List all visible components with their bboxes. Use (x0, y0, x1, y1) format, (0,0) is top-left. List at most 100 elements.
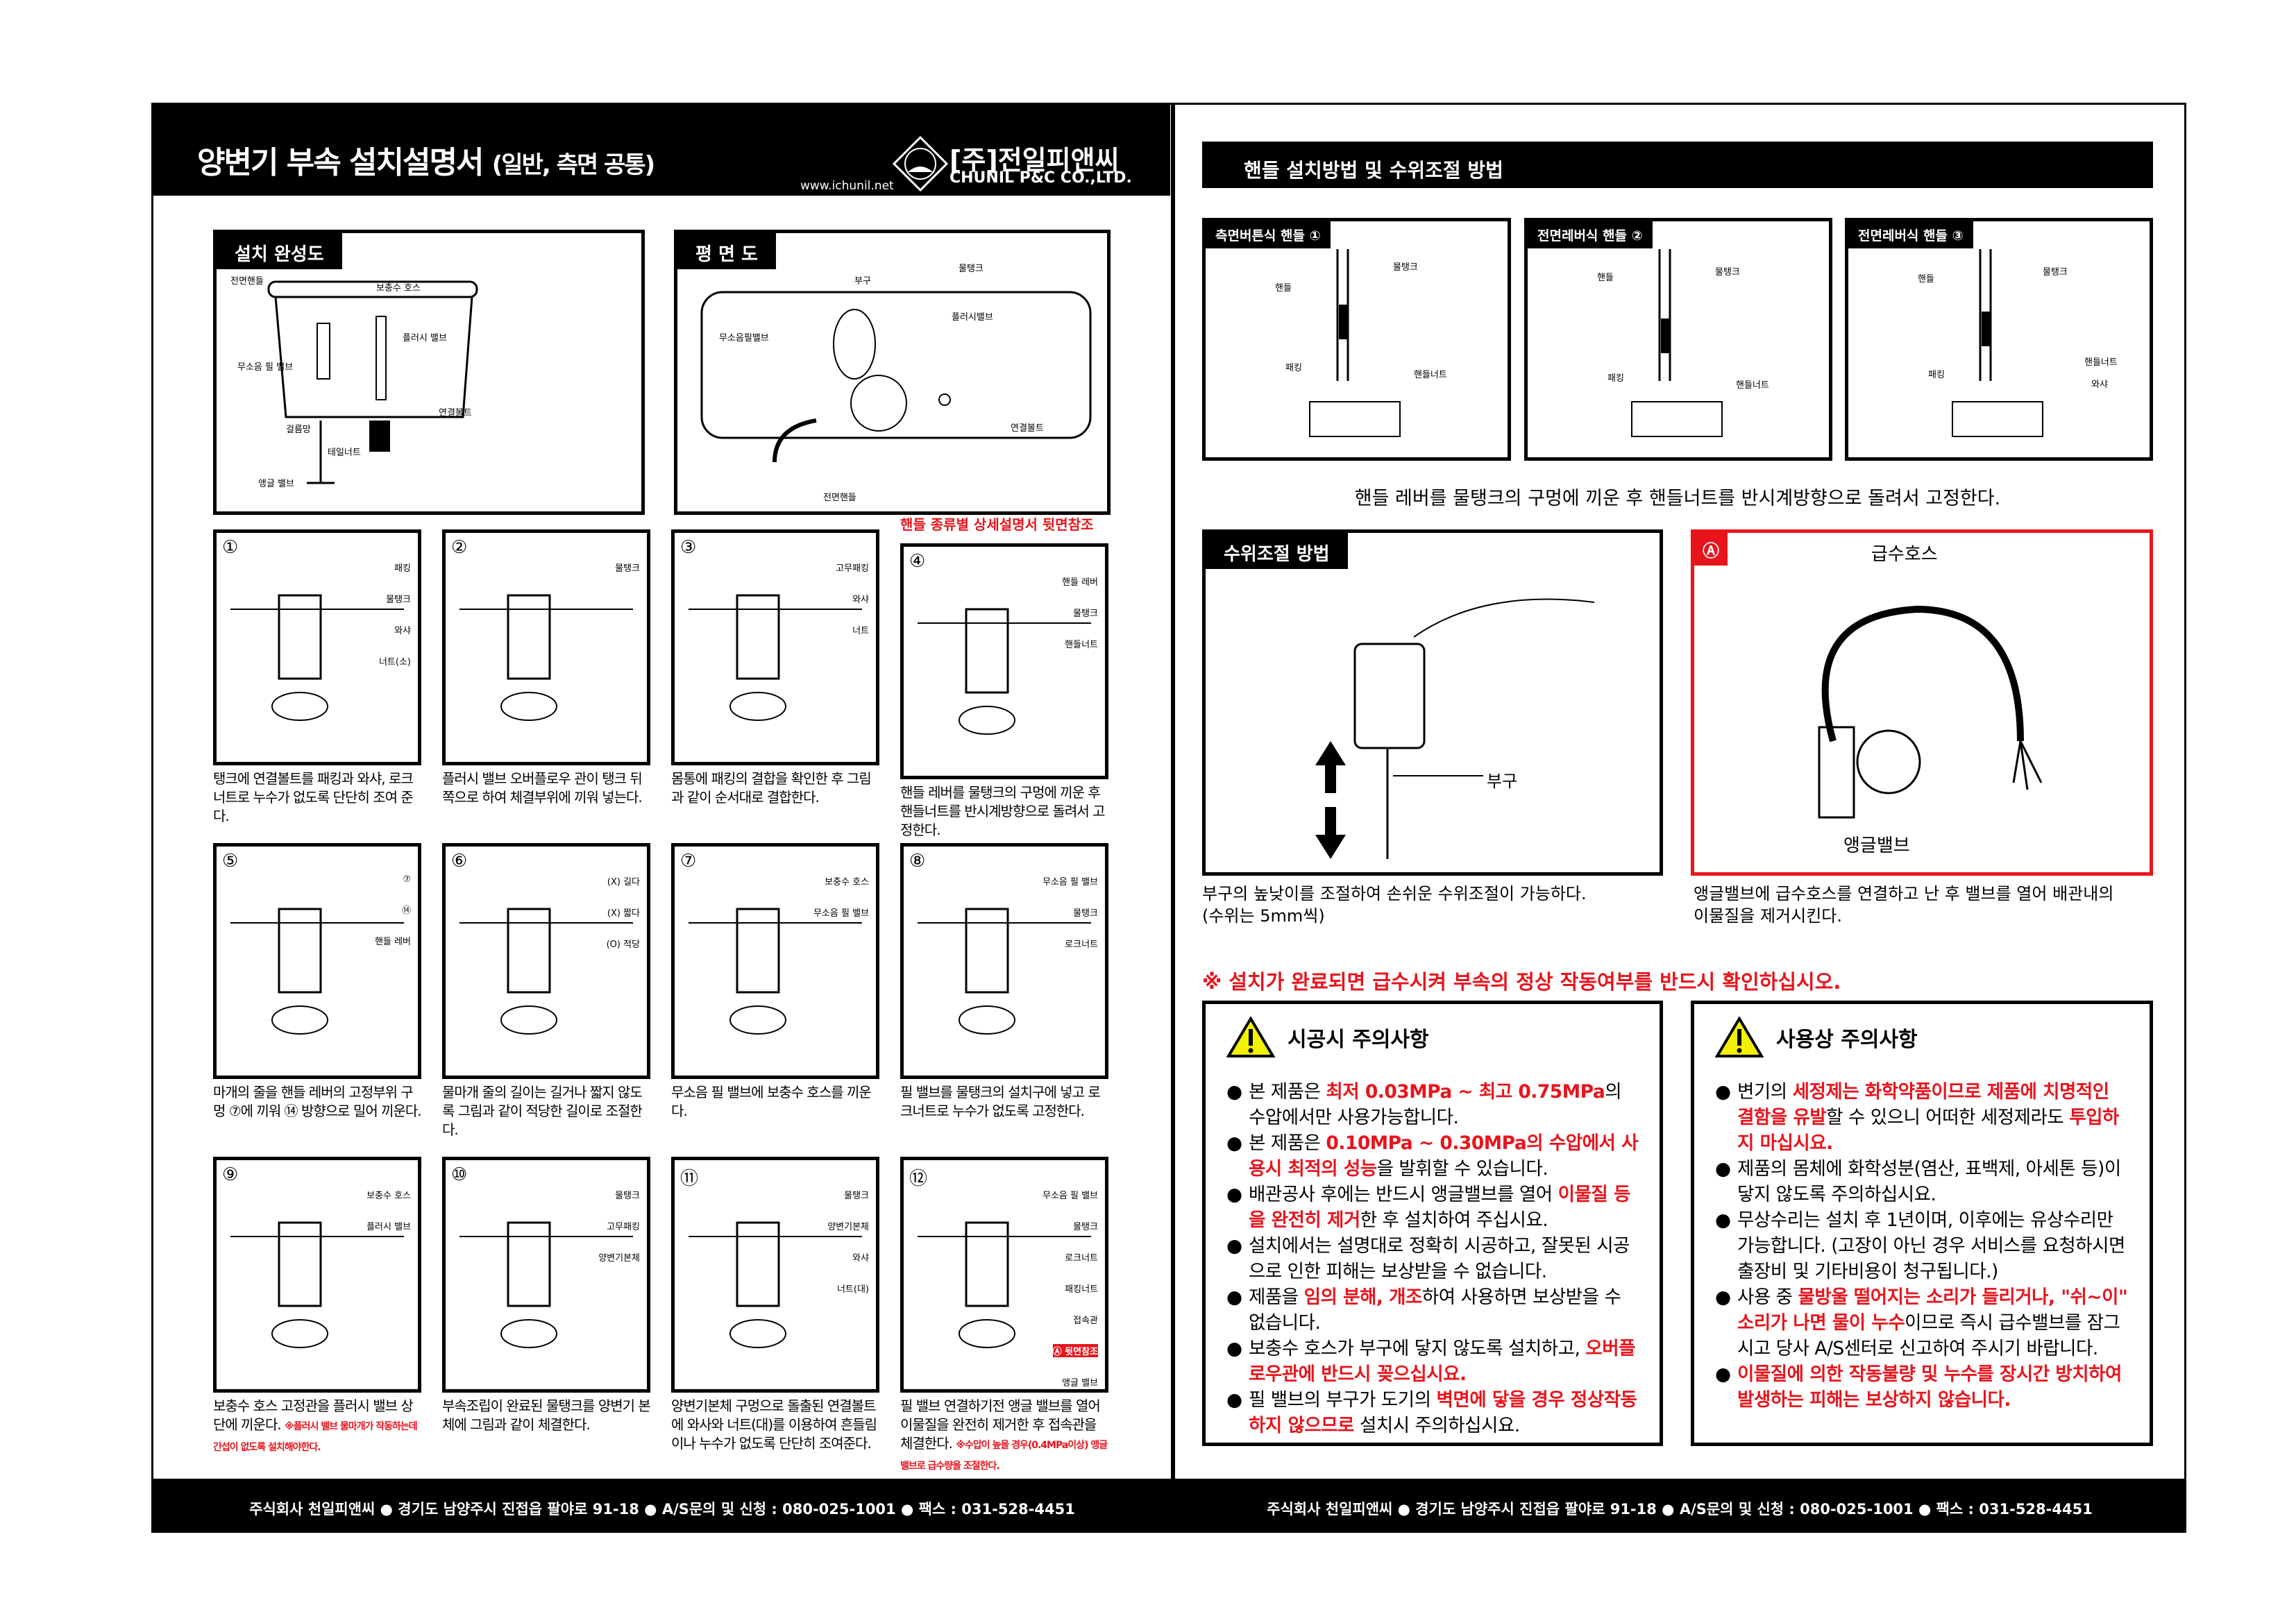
handle-label: 패킹 (1928, 370, 1945, 380)
step-caption-text: 탱크에 연결볼트를 패킹과 와샤, 로크너트로 누수가 없도록 단단히 조여 준… (213, 770, 414, 824)
usage-cautions: 사용상 주의사항변기의 세정제는 화학약품이므로 제품에 치명적인 결함을 유발… (1691, 1001, 2153, 1446)
step-number: ⑥ (451, 851, 468, 872)
step-drawing (230, 594, 404, 721)
caution-heading: 시공시 주의사항 (1226, 1017, 1639, 1058)
caution-emphasis: 이물질에 의한 작동불량 및 누수를 장시간 방치하여 발생하는 피해는 보상하… (1737, 1363, 2122, 1411)
caution-text: 필 밸브의 부구가 도기의 (1249, 1389, 1437, 1411)
title-subtitle: (일반, 측면 공통) (491, 151, 655, 179)
caution-emphasis: 임의 분해, 개조 (1303, 1286, 1423, 1308)
step-drawing (230, 908, 404, 1035)
caution-title: 시공시 주의사항 (1288, 1028, 1429, 1052)
caution-list: 본 제품은 최저 0.03MPa ~ 최고 0.75MPa의 수압에서만 사용가… (1226, 1079, 1639, 1438)
caution-item: 필 밸브의 부구가 도기의 벽면에 닿을 경우 정상작동하지 않으므로 설치시 … (1226, 1387, 1639, 1438)
step-caption-text: 마개의 줄을 핸들 레버의 고정부위 구멍 ⑦에 끼워 ⑭ 방향으로 밀어 끼운… (213, 1084, 422, 1119)
plan-label: 부구 (854, 276, 871, 287)
title-text: 양변기 부속 설치설명서 (197, 145, 484, 180)
step-illustration: ⑥ (X) 길다 (X) 짧다 (O) 적당 (442, 843, 650, 1079)
step-label: 플러시 밸브 (366, 1219, 411, 1232)
step-label: 물탱크 (1073, 1219, 1098, 1232)
step-note: ※플러시 밸브 물마개가 작동하는데 간섭이 없도록 설치해야한다. (213, 1421, 418, 1453)
step-label: 와샤 (852, 1250, 869, 1264)
website-link[interactable]: www.ichunil.net (800, 179, 894, 193)
step-number: ⑪ (680, 1169, 699, 1189)
step-number: ⑫ (909, 1169, 928, 1189)
step-caption-text: 보충수 호스 고정관을 플러시 밸브 상단에 끼운다. (213, 1397, 414, 1433)
step-number: ⑧ (909, 851, 926, 872)
handle-label: 핸들 (1597, 273, 1614, 283)
step-label: 보충수 호스 (366, 1188, 411, 1201)
plan-view-diagram: 평 면 도 부구 물탱크 플러시밸브 무소음필밸브 연결볼트 전면핸들 (674, 230, 1111, 515)
overview-diagram: 설치 완성도 전면핸들 보충수 호스 플러시 밸브 무소음 필 밸브 연결볼트 … (213, 230, 645, 515)
company-logo-icon (893, 136, 948, 192)
step-label: 너트(대) (836, 1282, 869, 1295)
step-label: 물탱크 (1073, 606, 1098, 619)
step-drawing (918, 1221, 1091, 1348)
handle-label: 패킹 (1607, 373, 1624, 384)
handle-label: 와샤 (2091, 380, 2108, 390)
step-caption-text: 필 밸브를 물탱크의 설치구에 넣고 로크너트로 누수가 없도록 고정한다. (900, 1084, 1101, 1119)
step-label: 너트(소) (378, 654, 411, 668)
overview-label: 무소음 필 밸브 (237, 362, 294, 373)
handle-caption: 핸들 레버를 물탱크의 구멍에 끼운 후 핸들너트를 반시계방향으로 돌려서 고… (1354, 488, 2001, 509)
overview-label: 테일너트 (328, 448, 361, 458)
installation-cautions: 시공시 주의사항본 제품은 최저 0.03MPa ~ 최고 0.75MPa의 수… (1202, 1001, 1663, 1446)
step-caption-text: 물마개 줄의 길이는 길거나 짧지 않도록 그림과 같이 적당한 길이로 조절한… (442, 1084, 643, 1138)
step-label: 무소음 필 밸브 (1042, 874, 1098, 887)
step-label: (X) 길다 (607, 874, 640, 887)
caution-item: 보충수 호스가 부구에 닿지 않도록 설치하고, 오버플로우관에 반드시 꽂으십… (1226, 1336, 1639, 1387)
plan-label: 플러시밸브 (952, 312, 993, 323)
float-label: 부구 (1487, 772, 1518, 791)
handle-label: 핸들너트 (1736, 380, 1769, 391)
plan-label: 전면핸들 (823, 493, 856, 503)
step-caption-text: 핸들 레버를 물탱크의 구멍에 끼운 후 핸들너트를 반시계방향으로 돌려서 고… (900, 784, 1105, 838)
handle-title: 전면레버식 핸들 ② (1528, 221, 1653, 248)
step-label: (X) 짧다 (607, 906, 640, 919)
step-label: 물탱크 (615, 561, 640, 574)
caution-emphasis: 최저 0.03MPa ~ 최고 0.75MPa (1326, 1081, 1605, 1103)
caution-list: 변기의 세정제는 화학약품이므로 제품에 치명적인 결함을 유발할 수 있으니 … (1715, 1079, 2129, 1413)
step-number: ④ (909, 551, 926, 572)
page-title: 양변기 부속 설치설명서 (일반, 측면 공통) (197, 137, 655, 182)
caution-heading: 사용상 주의사항 (1715, 1017, 2129, 1058)
plan-label: 연결볼트 (1011, 423, 1044, 434)
step-caption-text: 무소음 필 밸브에 보충수 호스를 끼운다. (671, 1084, 872, 1119)
caption-line: 이물질을 제거시킨다. (1694, 906, 1842, 926)
step-label: (O) 적당 (606, 937, 640, 950)
step-caption: 필 밸브 연결하기전 앵글 밸브를 열어 이물질을 완전히 제거한 후 접속관을… (900, 1397, 1108, 1476)
company-name-en: CHUNIL P&C CO.,LTD. (949, 169, 1132, 187)
step-drawing (689, 908, 862, 1035)
step-illustration: ② 물탱크 (442, 529, 650, 765)
step-caption-text: 양변기본체 구멍으로 돌출된 연결볼트에 와사와 너트(대)를 이용하여 흔들림… (671, 1397, 877, 1452)
step-label: 핸들 레버 (375, 934, 411, 947)
handle-box-1: 측면버튼식 핸들 ① 핸들 물탱크 패킹 핸들너트 (1202, 218, 1511, 461)
step-label: 양변기본체 (598, 1250, 640, 1264)
footer-left: 주식회사 천일피앤씨 ● 경기도 남양주시 진접읍 팔야로 91-18 ● A/… (151, 1479, 1173, 1533)
warning-triangle-icon (1715, 1017, 1764, 1057)
step-labels: 물탱크 (615, 561, 640, 574)
step-label: 무소음 필 밸브 (1042, 1188, 1098, 1201)
step-number: ⑦ (680, 851, 697, 872)
step-label: 와샤 (852, 592, 869, 605)
handle-label: 핸들너트 (1414, 370, 1447, 380)
water-level-title: 수위조절 방법 (1206, 533, 1348, 569)
step-label: 물탱크 (386, 592, 411, 605)
footer-right: 주식회사 천일피앤씨 ● 경기도 남양주시 진접읍 팔야로 91-18 ● A/… (1173, 1479, 2186, 1533)
step-label: 고무패킹 (607, 1219, 640, 1232)
step-number: ③ (680, 537, 697, 558)
caution-item: 제품의 몸체에 화학성분(염산, 표백제, 아세톤 등)이 닿지 않도록 주의하… (1715, 1156, 2129, 1207)
step-drawing (459, 908, 633, 1035)
handle-reference-note: 핸들 종류별 상세설명서 뒷면참조 (900, 516, 1094, 533)
caution-text: 변기의 (1737, 1081, 1793, 1103)
